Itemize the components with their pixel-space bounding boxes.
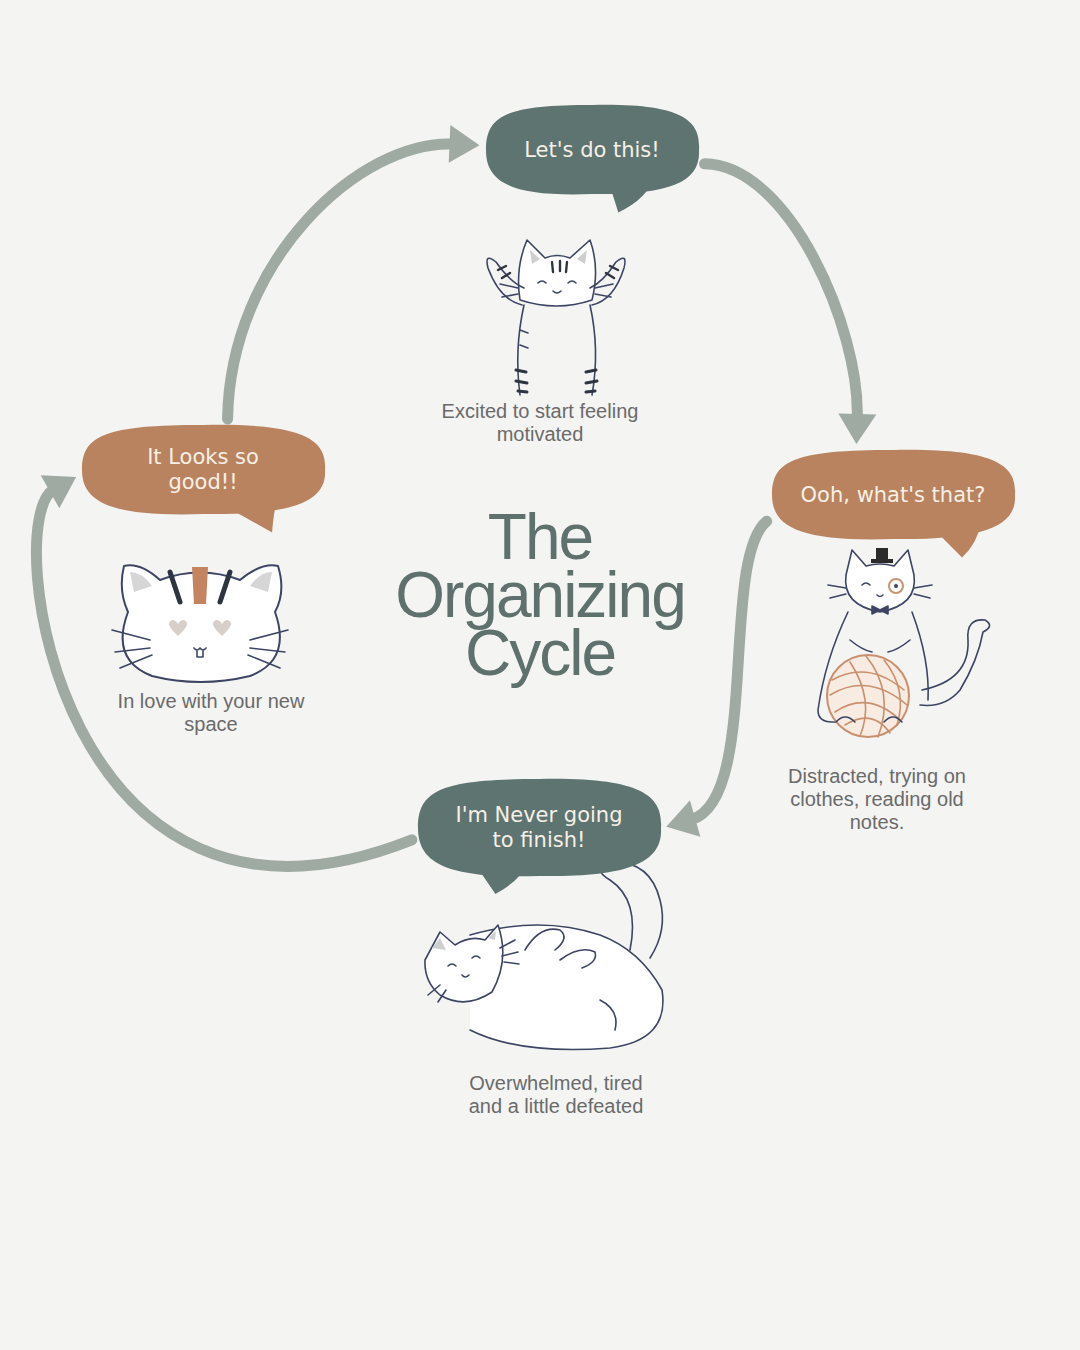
diagram-title: The Organizing Cycle [375, 508, 705, 682]
distracted-cat [818, 548, 990, 737]
excited-cat [487, 240, 625, 395]
cycle-arrow [704, 164, 876, 444]
bubble-text: It Looks so good!! [111, 445, 296, 495]
cycle-arrow [228, 125, 480, 419]
stage-caption: Distracted, trying on clothes, reading o… [766, 765, 988, 834]
stage-caption: Overwhelmed, tired and a little defeated [467, 1072, 645, 1118]
stage-caption: In love with your new space [95, 690, 327, 736]
speech-bubble: It Looks so good!! [81, 424, 326, 516]
bubble-text: I'm Never going to finish! [447, 803, 632, 853]
speech-bubble: Let's do this! [485, 104, 700, 196]
bubble-text: Ooh, what's that? [801, 483, 986, 508]
bubble-text: Let's do this! [524, 138, 659, 163]
cycle-arrow [36, 475, 411, 866]
speech-bubble: Ooh, what's that? [771, 449, 1016, 541]
stage-caption: Excited to start feeling motivated [438, 400, 643, 446]
speech-bubble: I'm Never going to finish! [417, 778, 662, 878]
in-love-cat [112, 565, 288, 682]
overwhelmed-cat [425, 862, 663, 1050]
